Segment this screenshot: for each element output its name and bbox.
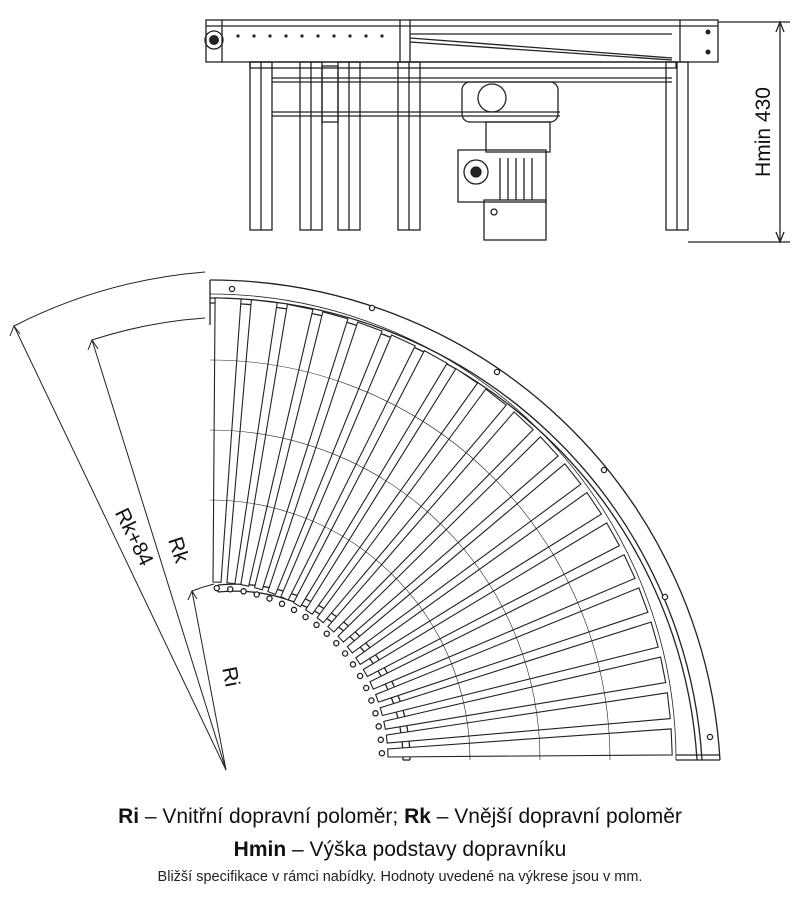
legend-line-radius: Ri – Vnitřní dopravní poloměr; Rk – Vněj… <box>0 800 800 833</box>
roller-end-cap <box>341 650 349 657</box>
rollers-group <box>209 297 673 761</box>
roller-guide-arc <box>209 429 541 761</box>
hmin-label: Hmin 430 <box>752 87 775 177</box>
roller-end-cap <box>266 595 273 602</box>
conveyor-technical-drawing: Hmin 430 <box>9 19 790 771</box>
side-view <box>204 19 790 244</box>
roller <box>253 311 349 591</box>
roller <box>362 522 621 678</box>
rk-term: Rk <box>404 805 431 828</box>
roller-guide-arc <box>209 499 471 761</box>
roller-guide-arc <box>209 359 611 761</box>
roller-end-cap <box>213 584 221 592</box>
roller <box>369 554 636 690</box>
hmin-description: – Výška podstavy dopravníku <box>286 838 567 861</box>
roller <box>240 303 314 587</box>
roller-end-cap <box>240 588 247 595</box>
roller <box>374 587 649 703</box>
roller-end-cap <box>333 639 340 647</box>
roller <box>387 728 673 758</box>
roller-end-cap <box>302 613 309 621</box>
ri-description: – Vnitřní dopravní poloměr; <box>139 805 405 828</box>
frame-bolts <box>228 285 714 741</box>
roller <box>226 299 278 585</box>
side-legs <box>249 61 689 231</box>
roller-end-cap <box>278 600 286 608</box>
specification-note: Bližší specifikace v rámci nabídky. Hodn… <box>157 869 643 885</box>
roller-end-cap <box>377 736 385 744</box>
roller <box>267 321 383 596</box>
rk-label: Rk <box>163 534 193 566</box>
roller <box>346 463 582 654</box>
legend-line-height: Hmin – Výška podstavy dopravníku <box>0 833 800 866</box>
outer-frame-arc <box>209 279 721 761</box>
roller <box>316 388 507 624</box>
drive-motor <box>457 81 559 241</box>
roller <box>292 349 448 608</box>
rk-description: – Vnější dopravní poloměr <box>430 805 682 828</box>
ri-term: Ri <box>118 805 140 828</box>
hmin-dimension <box>688 20 790 244</box>
roller-end-cap <box>253 591 260 598</box>
roller <box>280 334 416 601</box>
roller <box>355 491 603 666</box>
hmin-term: Hmin <box>233 838 287 861</box>
roller-end-cap <box>356 672 364 680</box>
roller-end-cap <box>226 585 234 593</box>
roller-end-cap <box>362 684 370 692</box>
top-view <box>9 271 721 771</box>
roller <box>304 367 479 615</box>
side-holes <box>209 29 711 55</box>
ri-label: Ri <box>217 665 243 689</box>
roller-end-cap <box>372 710 379 717</box>
roller <box>385 692 671 744</box>
roller-end-cap <box>378 749 386 757</box>
roller <box>212 297 242 583</box>
radius-dimensions <box>9 271 227 771</box>
roller-end-cap <box>368 697 375 704</box>
roller <box>383 656 667 730</box>
roller-end-cap <box>349 661 357 668</box>
roller-end-cap <box>375 723 382 730</box>
rk84-label: Rk+84 <box>110 505 158 570</box>
legend: Ri – Vnitřní dopravní poloměr; Rk – Vněj… <box>0 800 800 888</box>
roller-end-cap <box>290 606 298 614</box>
roller-end-cap <box>313 621 320 629</box>
roller-end-cap <box>323 630 331 637</box>
roller <box>379 621 659 717</box>
